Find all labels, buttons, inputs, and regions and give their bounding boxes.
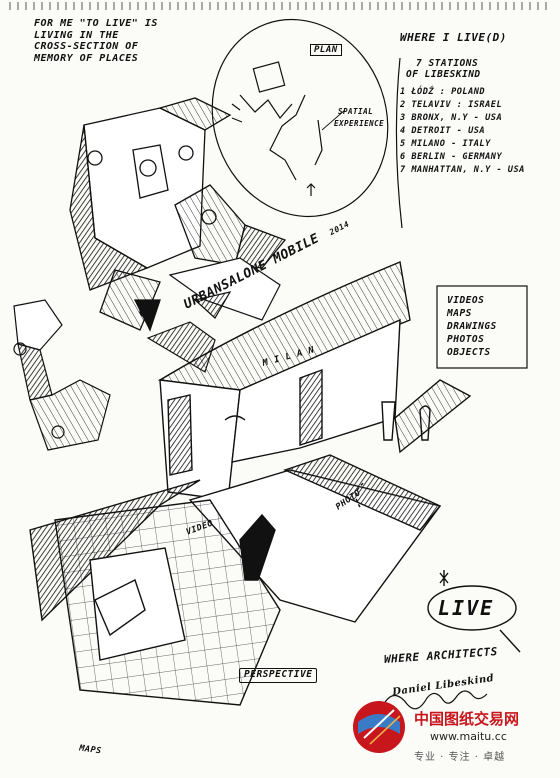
stations-header: WHERE I LIVE(D) [400,31,507,44]
quote-line: LIVING IN THE [34,29,119,41]
media-item: PHOTOS [447,334,485,346]
quote-line: CROSS-SECTION OF [34,41,139,52]
media-box [436,285,528,369]
perspective-label: PERSPECTIVE [239,668,318,683]
media-item: DRAWINGS [447,321,497,333]
station-item: 5 MILANO - ITALY [400,138,491,149]
left-fragments [13,257,281,451]
media-list: VIDEOS MAPS DRAWINGS PHOTOS OBJECTS [447,294,497,360]
plan-title: PLAN [310,44,342,57]
watermark-slogan: 专业 · 专注 · 卓越 [414,752,506,763]
live-label: LIVE [438,596,495,620]
station-item: 4 DETROIT - USA [400,126,486,137]
stations-list: WHERE I LIVE(D) 7 STATIONS OF LIBESKIND … [400,31,560,176]
axonometric-block [69,97,287,332]
station-bracket [395,57,403,229]
media-item: OBJECTS [447,347,491,359]
spiral-binding [9,2,547,10]
watermark-url: www.maitu.cc [430,730,507,743]
media-item: MAPS [447,308,472,320]
quote-line: MEMORY OF PLACES [34,52,139,64]
station-item: 2 TELAVIV : ISRAEL [400,100,503,111]
stations-subtitle: OF LIBESKIND [406,68,481,80]
quote-line: FOR ME "TO LIVE" IS [34,18,158,29]
plan-label-spatial: SPATIAL [338,107,374,116]
station-item: 3 BRONX, N.Y - USA [400,113,503,124]
station-item: 1 ŁÓDŹ : POLAND [400,87,486,98]
quote-block: FOR ME "TO LIVE" IS LIVING IN THE CROSS-… [34,18,204,64]
signature-scribble [384,690,488,710]
stations-subtitle: 7 STATIONS [416,57,479,69]
watermark-title: 中国图纸交易网 [414,710,520,728]
station-item: 6 BERLIN - GERMANY [400,151,503,162]
maitu-logo [353,701,405,753]
media-item: VIDEOS [447,295,485,306]
live-callout [427,570,521,653]
main-perspective [29,261,472,706]
plan-label-experience: EXPERIENCE [334,119,385,128]
plan-diagram [211,18,389,218]
station-item: 7 MANHATTAN, N.Y - USA [400,164,525,175]
